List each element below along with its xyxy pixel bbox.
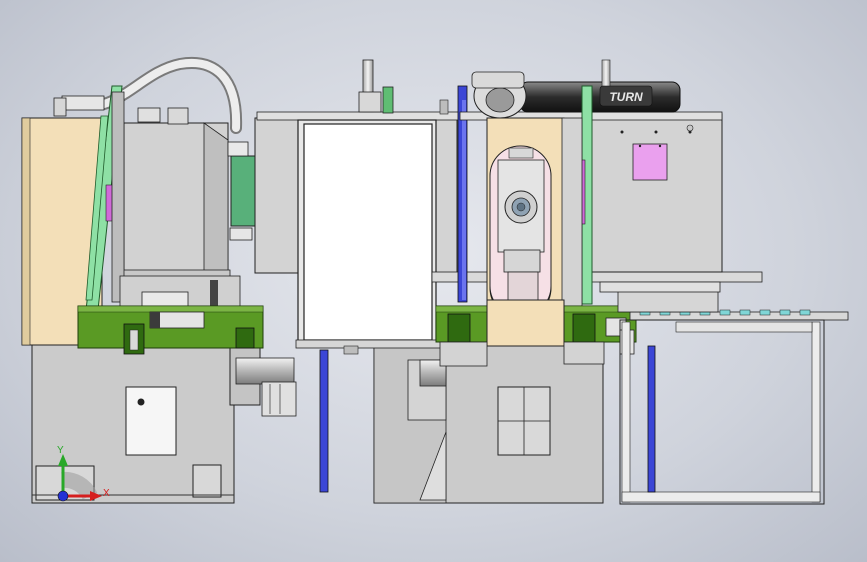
center-machine: TURN [254, 59, 763, 504]
left-base-foot-right [192, 464, 222, 498]
conveyor-rollers [639, 309, 811, 316]
left-pneumatic-cylinder [235, 357, 295, 385]
center-white-door-window [303, 123, 433, 341]
right-conveyor-station [599, 281, 849, 505]
center-long-rail [431, 271, 763, 283]
conveyor-table-frame [619, 319, 825, 505]
motor-brand-text: TURN [609, 90, 643, 104]
blue-rod-right [647, 345, 656, 493]
axis-label-x: X [103, 488, 110, 499]
xyz-axis-triad-icon: Y X [57, 445, 110, 502]
left-base-access-panel [125, 386, 177, 456]
pink-label-plate [632, 143, 668, 181]
right-upper-housing [589, 113, 723, 273]
blue-rod-left [319, 349, 329, 493]
axis-label-y: Y [57, 445, 64, 456]
left-panel-hole [137, 398, 145, 406]
left-housing-top-block [167, 107, 189, 125]
